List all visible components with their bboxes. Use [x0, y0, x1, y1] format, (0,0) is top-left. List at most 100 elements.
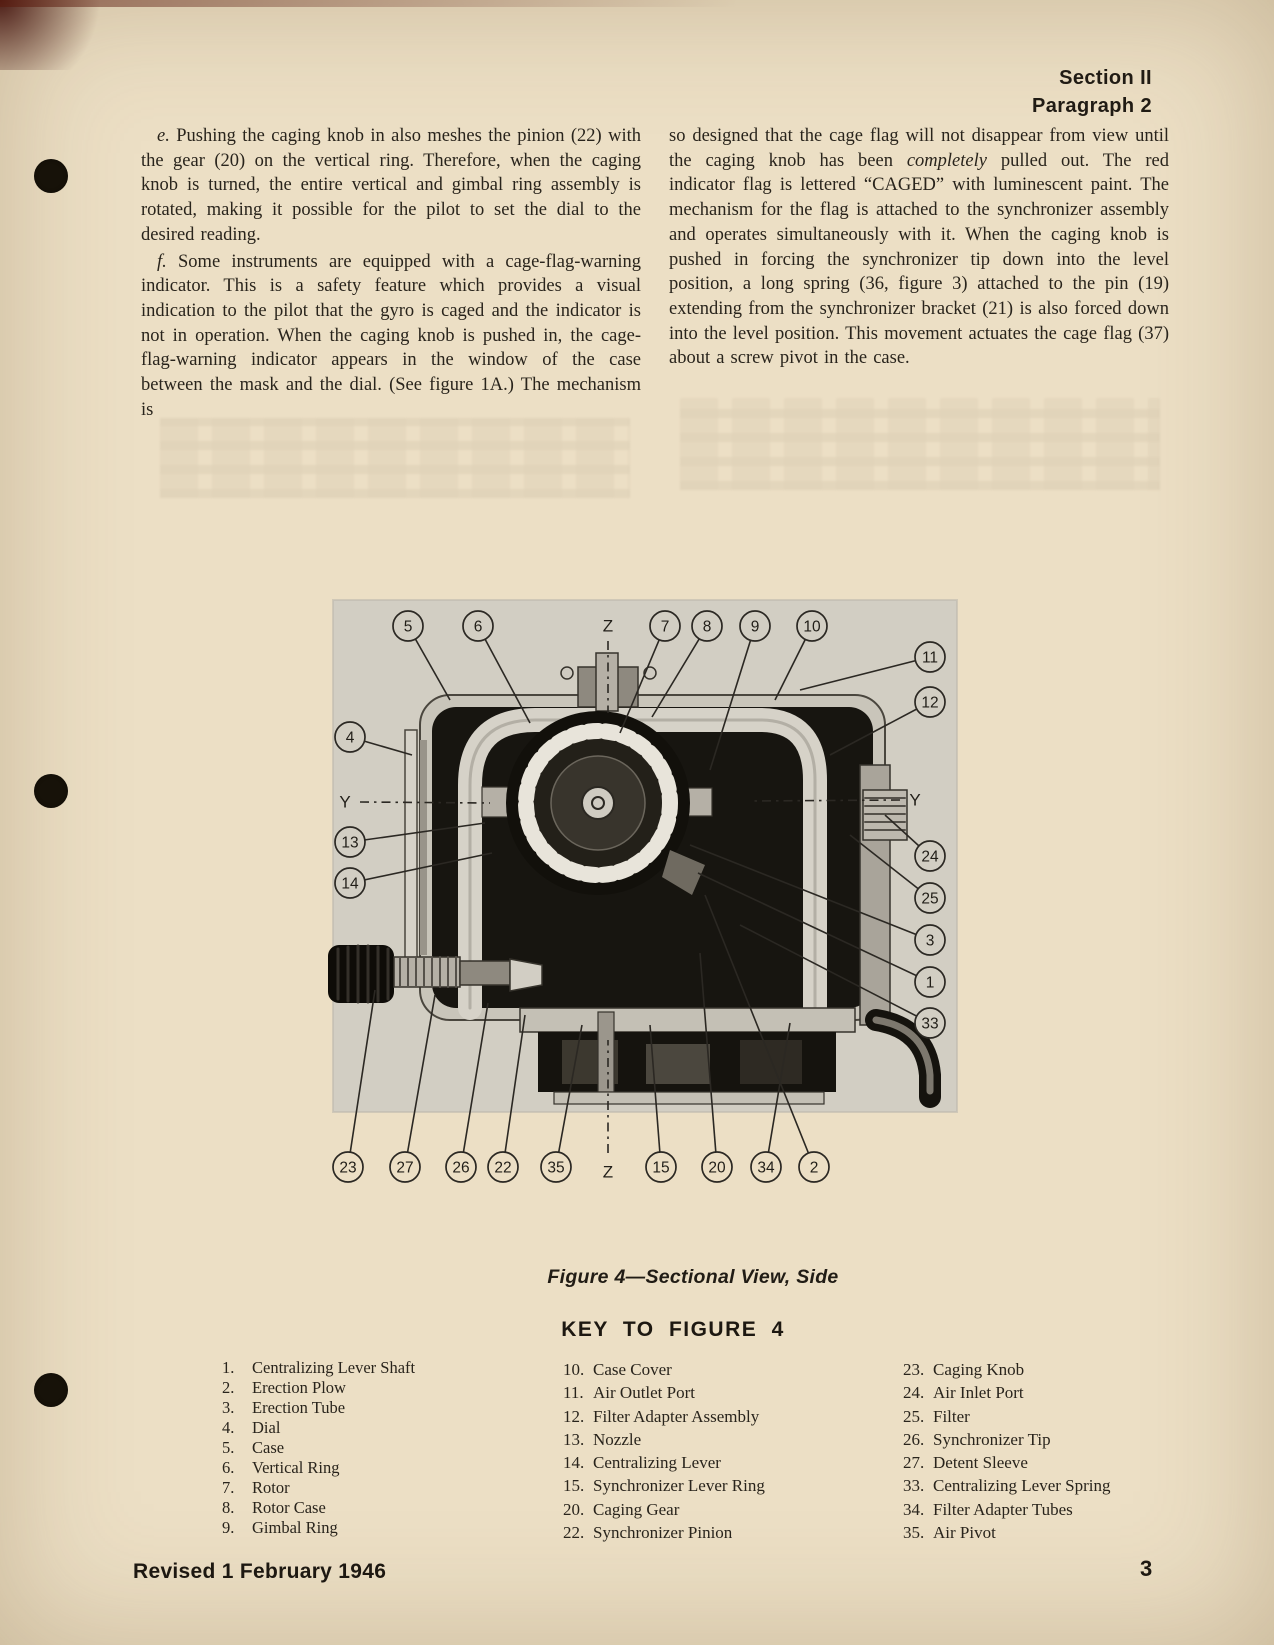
key-item-number: 24. [903, 1383, 925, 1403]
key-item-label: Rotor Case [252, 1498, 326, 1517]
key-item-label: Air Pivot [933, 1523, 996, 1543]
key-item-label: Centralizing Lever Shaft [252, 1358, 416, 1377]
key-item: 7.Rotor [222, 1478, 415, 1498]
key-item-label: Centralizing Lever Spring [933, 1476, 1111, 1496]
key-item-number: 22. [563, 1523, 585, 1543]
section-label: Section II [1059, 67, 1152, 89]
callout-circle-13 [334, 826, 366, 858]
key-item: 20. Caging Gear [563, 1498, 765, 1521]
key-item-label: Filter [933, 1406, 970, 1426]
callout-label-20: 20 [708, 1160, 726, 1177]
callout-label-1: 1 [926, 975, 935, 992]
adapter-tube-highlight [872, 1016, 934, 1095]
knob-knurling [336, 944, 390, 1004]
callout-circle-5 [392, 610, 424, 642]
key-item: 11.Air Outlet Port [563, 1381, 765, 1404]
key-column-3: 23. Caging Knob 24. Air Inlet Port 25. Filter… [903, 1358, 1111, 1544]
callout-leader-line [477, 625, 531, 724]
callout-circle-1 [914, 966, 946, 998]
callout-leader-line [347, 989, 376, 1168]
callout-leader-line [651, 625, 708, 718]
key-item: 3.Erection Tube [222, 1398, 415, 1418]
key-item-label: Vertical Ring [252, 1458, 340, 1477]
callout-label-35: 35 [547, 1160, 564, 1177]
right-col-text-1: so designed that the cage flag will not … [669, 126, 1169, 171]
binder-hole [34, 159, 68, 193]
callout-circle-33 [914, 1007, 946, 1039]
key-item-label: Filter Adapter Assembly [593, 1406, 760, 1426]
key-item-label: Synchronizer Pinion [593, 1523, 733, 1543]
synchronizer-tip [509, 958, 543, 992]
key-item-number: 14. [563, 1453, 585, 1473]
key-item-number: 20. [563, 1499, 585, 1519]
key-item-number: 4. [222, 1418, 235, 1437]
key-item-number: 3. [222, 1398, 235, 1417]
callout-label-Z: Z [603, 617, 613, 636]
paragraph-e: e. Pushing the caging knob in also meshe… [141, 124, 641, 248]
callout-circle-24 [914, 840, 946, 872]
dial [404, 729, 418, 966]
revision-date: Revised 1 February 1946 [133, 1560, 387, 1583]
key-item: 6.Vertical Ring [222, 1458, 415, 1478]
callout-leader-line [697, 872, 931, 983]
paragraph-e-label: e. [157, 126, 170, 146]
callout-label-13: 13 [341, 835, 358, 852]
key-item: 15.Synchronizer Lever Ring [563, 1474, 765, 1497]
vertical-ring-shade [468, 718, 817, 1010]
callout-label-11: 11 [922, 650, 938, 667]
instrument-cross-section [328, 652, 941, 1108]
callout-leader-line [799, 656, 931, 691]
callout-leader-line [349, 852, 493, 884]
key-item-number: 1. [222, 1358, 235, 1377]
callout-leader-line [555, 1024, 583, 1168]
key-item-number: 35. [903, 1523, 925, 1543]
key-item-label: Caging Gear [593, 1499, 680, 1519]
body-text: e. Pushing the caging knob in also meshe… [141, 124, 1169, 424]
key-item-label: Air Inlet Port [933, 1383, 1024, 1403]
callout-label-15: 15 [652, 1160, 669, 1177]
callout-label-26: 26 [452, 1160, 469, 1177]
key-item: 4.Dial [222, 1418, 415, 1438]
key-item-label: Caging Knob [933, 1360, 1025, 1379]
callout-circle-2 [798, 1151, 830, 1183]
key-item: 5.Case [222, 1438, 415, 1458]
callout-leader-line [699, 952, 718, 1168]
callout-label-10: 10 [803, 619, 821, 636]
key-item-number: 25. [903, 1406, 925, 1426]
key-item-number: 23. [903, 1360, 925, 1379]
callout-circle-27 [389, 1151, 421, 1183]
paragraph-f-text: Some instruments are equipped with a cag… [141, 251, 642, 420]
paragraph-f: f. Some instruments are equipped with a … [141, 250, 641, 423]
callout-circle-23 [332, 1151, 364, 1183]
synchronizer-block [646, 1044, 710, 1084]
callout-leader-line [460, 1002, 489, 1168]
callout-label-24: 24 [921, 849, 939, 866]
callout-leader-line [739, 924, 931, 1024]
key-item: 9.Gimbal Ring [222, 1518, 415, 1538]
callout-circle-14 [334, 867, 366, 899]
key-item-label: Rotor [252, 1478, 290, 1497]
callout-label-7: 7 [661, 619, 670, 636]
right-col-italic-word: completely [906, 150, 987, 171]
key-item-number: 2. [222, 1378, 235, 1397]
caging-shaft [595, 652, 619, 712]
key-item: 33.Centralizing Lever Spring [903, 1474, 1111, 1497]
callout-label-33: 33 [921, 1016, 938, 1033]
key-item-label: Case [252, 1438, 285, 1457]
key-item-label: Detent Sleeve [933, 1453, 1028, 1473]
key-item-label: Case Cover [593, 1360, 672, 1379]
key-item-number: 9. [222, 1518, 235, 1537]
callout-label-2: 2 [810, 1160, 819, 1177]
callout-label-5: 5 [404, 619, 413, 636]
key-item-label: Centralizing Lever [593, 1453, 721, 1473]
key-item-number: 10. [563, 1360, 585, 1379]
callout-label-23: 23 [339, 1160, 356, 1177]
key-item-number: 34. [903, 1499, 925, 1519]
erection-plow [662, 850, 705, 895]
callout-label-34: 34 [757, 1160, 775, 1177]
callout-circle-26 [445, 1151, 477, 1183]
callout-label-3: 3 [926, 933, 935, 950]
paragraph-f-label: f. [157, 251, 167, 272]
